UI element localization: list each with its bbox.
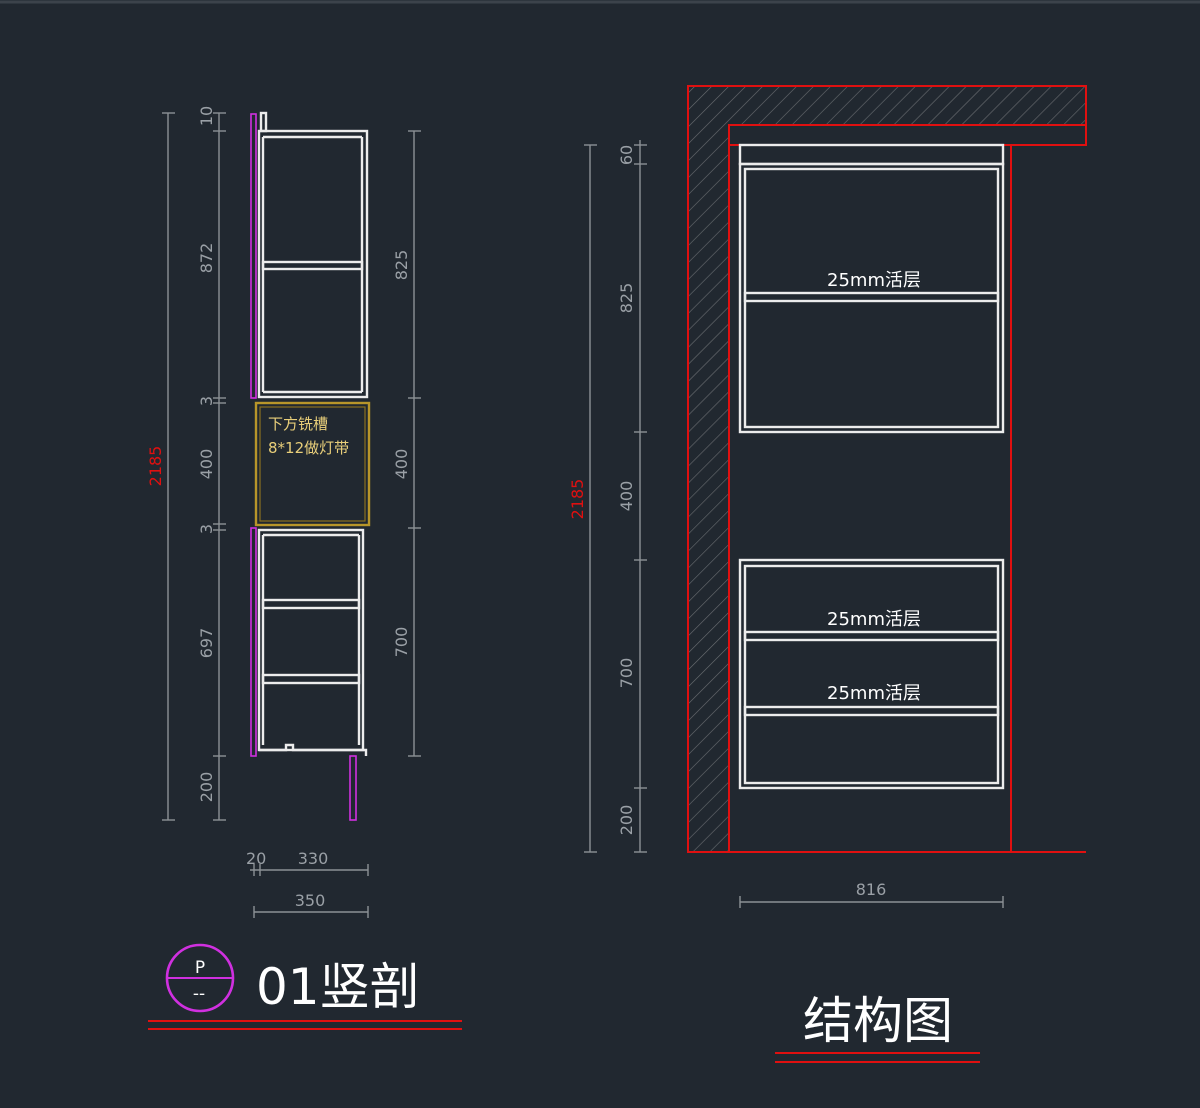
width-label-330: 330	[298, 849, 329, 868]
led-note-line2: 8*12做灯带	[268, 439, 349, 457]
dim-left-200: 200	[197, 772, 216, 803]
structure-title-block: 结构图	[775, 992, 980, 1063]
structure-dimension-chain: 60 825 400 700 200	[617, 140, 647, 853]
vertical-section-drawing: 2185 10 872 3 400 3 697 200	[146, 106, 462, 1030]
total-height-label: 2185	[146, 446, 165, 487]
dim-left-872: 872	[197, 243, 216, 274]
shelf-label-upper: 25mm活层	[827, 270, 921, 291]
dim-left-3b: 3	[197, 524, 216, 534]
lower-cabinet-section	[257, 528, 368, 756]
structure-total-height-label: 2185	[568, 479, 587, 520]
dim-left-3a: 3	[197, 396, 216, 406]
structure-dim-825: 825	[617, 283, 636, 314]
structure-dim-400: 400	[617, 481, 636, 512]
dim-left-10: 10	[197, 106, 216, 126]
total-height-dimension: 2185	[146, 112, 175, 821]
dim-left-400: 400	[197, 449, 216, 480]
shelf-label-lower-2: 25mm活层	[827, 683, 921, 704]
width-dimensions-left: 20 330 350	[246, 849, 369, 918]
led-strip-niche: 下方铣槽 8*12做灯带	[254, 401, 371, 527]
structure-dim-700: 700	[617, 658, 636, 689]
width-label-350: 350	[295, 891, 326, 910]
structure-upper-cabinet: 25mm活层	[738, 143, 1005, 434]
dim-right-700: 700	[392, 627, 411, 658]
shelf-label-lower-1: 25mm活层	[827, 609, 921, 630]
right-dimension-chain: 825 400 700	[392, 130, 421, 757]
structure-dim-200: 200	[617, 805, 636, 836]
door-panels	[250, 113, 357, 821]
led-note-line1: 下方铣槽	[268, 415, 328, 433]
dim-right-825: 825	[392, 250, 411, 281]
structure-total-height-dimension: 2185	[568, 144, 597, 853]
left-dimension-chain: 10 872 3 400 3 697 200	[197, 106, 226, 821]
upper-cabinet-section	[257, 111, 369, 399]
wall-structure	[687, 85, 1087, 853]
section-symbol-bottom: --	[193, 984, 205, 1004]
dim-left-697: 697	[197, 628, 216, 659]
structure-drawing: 2185 60 825 400 700 200	[568, 85, 1087, 1063]
structure-width-dimension: 816	[739, 880, 1004, 908]
width-label-20: 20	[246, 849, 266, 868]
structure-lower-cabinet: 25mm活层 25mm活层	[738, 558, 1005, 790]
structure-dim-60: 60	[617, 145, 636, 165]
section-title-block: P -- 01竖剖	[148, 943, 462, 1030]
structure-width-label: 816	[856, 880, 887, 899]
dim-right-400: 400	[392, 449, 411, 480]
section-title: 01竖剖	[256, 958, 420, 1016]
structure-title: 结构图	[803, 992, 953, 1050]
section-symbol-top: P	[195, 958, 205, 978]
